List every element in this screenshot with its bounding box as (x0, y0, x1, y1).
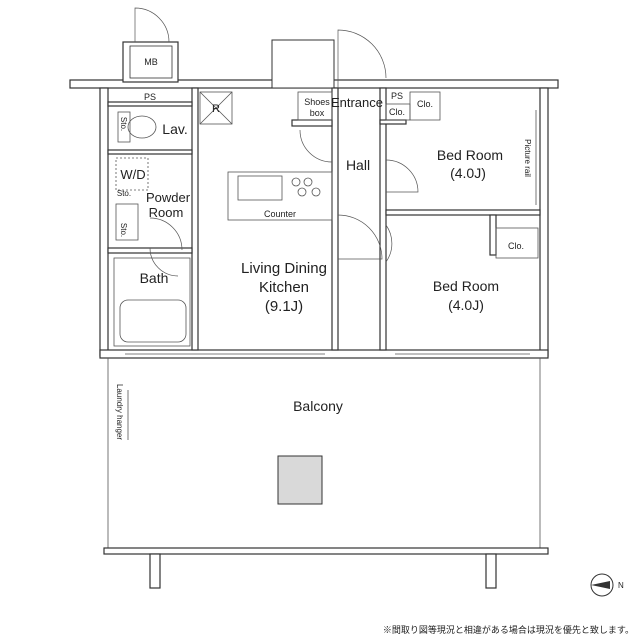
label-clo-bedroom2: Clo. (508, 241, 524, 251)
footnote: ※間取り図等現況と相違がある場合は現況を優先と致します。 (383, 624, 634, 635)
refrigerator-space (199, 91, 233, 125)
left-wall (99, 87, 109, 357)
label-lav: Lav. (162, 121, 187, 137)
washing-machine-space (115, 157, 149, 191)
label-wd: W/D (120, 167, 145, 182)
door-bedroom1 (385, 159, 419, 193)
wall-bedrooms (385, 209, 541, 216)
label-powder-room-1: Powder (146, 190, 191, 205)
wall-bedroom-left (379, 87, 387, 351)
label-shoes-box-2: box (310, 108, 325, 118)
label-bath: Bath (140, 270, 169, 286)
label-bedroom2-size: (4.0J) (448, 297, 484, 313)
basin (115, 203, 139, 241)
label-shoes-box-1: Shoes (304, 97, 330, 107)
wall-lav-bottom (107, 149, 193, 155)
label-bedroom2-name: Bed Room (433, 278, 499, 294)
kitchen-counter (227, 171, 333, 221)
label-ldk-size: (9.1J) (265, 298, 303, 315)
label-counter: Counter (264, 209, 296, 219)
label-mb: MB (144, 57, 158, 67)
pillar-top (271, 39, 335, 89)
balcony-pillar (277, 455, 323, 505)
bathtub (119, 299, 187, 343)
fixtures (103, 91, 549, 589)
doors (134, 7, 419, 277)
wall-clo (379, 119, 407, 125)
compass-label: N (618, 581, 624, 590)
label-clo-bedroom1: Clo. (417, 99, 433, 109)
door-powder (149, 217, 183, 251)
label-ldk-2: Kitchen (259, 279, 309, 296)
toilet (127, 115, 157, 139)
balcony-rail (103, 547, 549, 555)
wall-ps (107, 101, 193, 107)
label-entrance: Entrance (331, 95, 383, 110)
label-powder-room-2: Room (149, 205, 184, 220)
clo-box-2 (409, 91, 441, 121)
balcony-post-left (149, 553, 161, 589)
wall-shoes (291, 119, 333, 127)
label-sto-2: Sto. (119, 117, 128, 131)
label-hall: Hall (346, 157, 370, 173)
label-balcony: Balcony (293, 398, 343, 414)
walls (69, 39, 559, 359)
wall-lav-ldk (191, 87, 199, 351)
right-wall (539, 87, 549, 357)
door-bath (149, 247, 179, 277)
wall-hall-right (331, 87, 339, 351)
label-bedroom1-name: Bed Room (437, 147, 503, 163)
shoes-box (297, 91, 333, 121)
label-ldk-1: Living Dining (241, 260, 327, 277)
toilet-tank (117, 111, 131, 143)
compass: N (590, 573, 624, 597)
door-bedroom2 (385, 224, 393, 263)
wall-clo2 (489, 214, 497, 256)
clo-box-3 (495, 227, 539, 259)
label-picture-rail: Picture rail (523, 139, 532, 177)
label-laundry-hanger: Laundry hanger (115, 384, 124, 440)
compass-arrow-icon (591, 581, 610, 589)
door-shoes (299, 129, 333, 163)
label-ps-right: PS (391, 91, 403, 101)
label-bedroom1-size: (4.0J) (450, 165, 486, 181)
label-sto-1: Sto. (117, 189, 131, 198)
sink (237, 175, 283, 201)
balcony-post-right (485, 553, 497, 589)
label-ps-top: PS (144, 92, 156, 102)
label-sto-3: Sto. (119, 223, 128, 237)
door-entrance (337, 29, 387, 88)
labels: MB PS R Shoes box Entrance PS Clo. Clo. … (115, 57, 532, 440)
door-hall-ldk (337, 214, 383, 260)
door-mb (134, 7, 170, 43)
label-refrigerator: R (212, 103, 220, 115)
label-clo-entrance: Clo. (389, 107, 405, 117)
